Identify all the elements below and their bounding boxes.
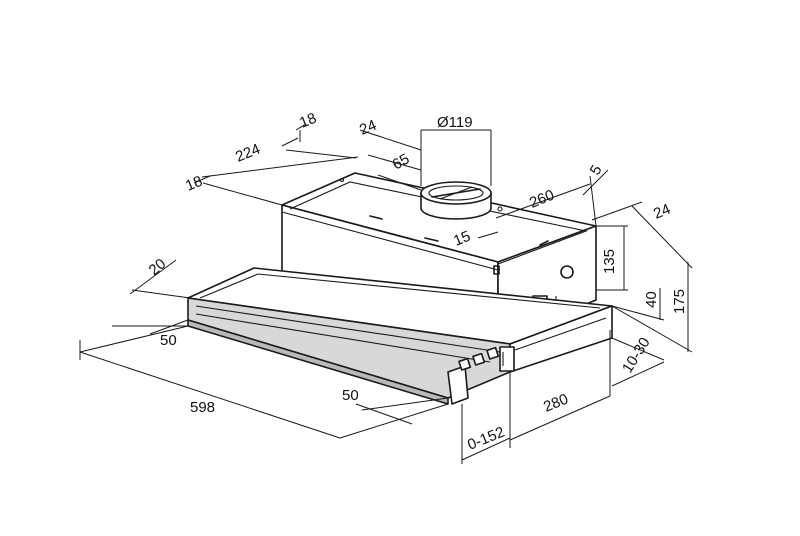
label-50-front: 50 <box>342 387 359 404</box>
top-slot-3 <box>539 240 549 246</box>
control-button-3 <box>486 346 500 360</box>
label-24-right: 24 <box>651 201 673 223</box>
label-260: 260 <box>527 187 557 212</box>
label-20: 20 <box>146 255 170 279</box>
label-65: 65 <box>390 150 413 173</box>
control-button-2 <box>472 352 486 366</box>
duct-collar <box>420 181 492 220</box>
label-598: 598 <box>190 399 215 416</box>
control-button-1 <box>458 357 472 371</box>
top-slot-1 <box>369 215 383 220</box>
switch-panel <box>499 346 515 372</box>
label-224: 224 <box>233 141 263 166</box>
label-50-left: 50 <box>160 332 177 349</box>
label-15: 15 <box>451 228 473 250</box>
label-24-top: 24 <box>357 117 379 139</box>
dimension-lines <box>79 123 693 464</box>
label-18-right: 18 <box>297 110 319 132</box>
label-duct-diameter: Ø119 <box>437 114 473 131</box>
label-18-left: 18 <box>183 173 205 195</box>
label-175: 175 <box>671 289 688 314</box>
hood-lower-body <box>187 267 613 405</box>
label-5: 5 <box>587 162 606 178</box>
side-hole-icon <box>560 265 574 279</box>
label-280: 280 <box>541 391 571 416</box>
label-135: 135 <box>601 249 618 274</box>
top-slot-2 <box>424 237 439 242</box>
label-10-30: 10-30 <box>619 335 654 377</box>
label-40: 40 <box>643 291 660 308</box>
